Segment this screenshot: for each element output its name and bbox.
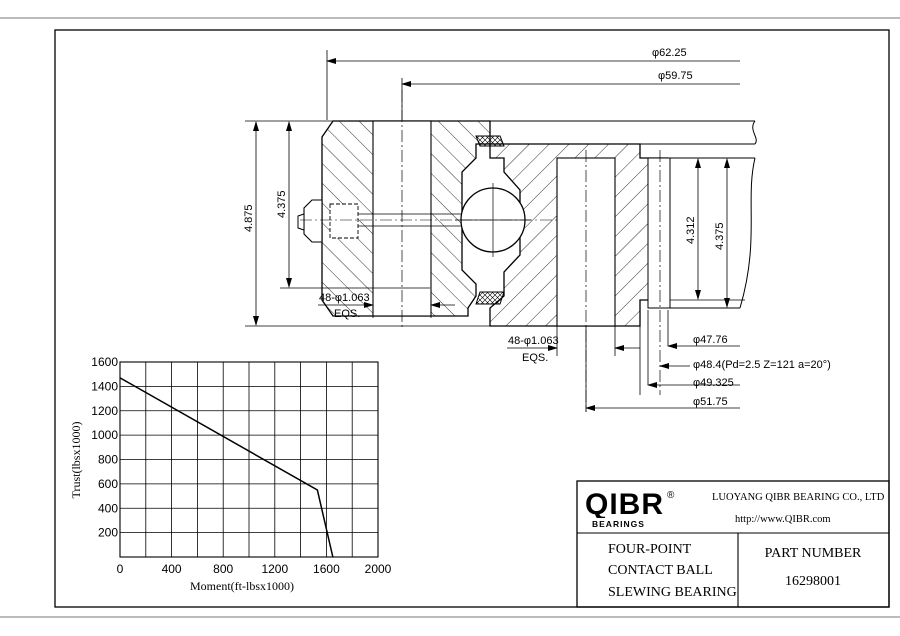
part-number-value: 16298001 — [785, 574, 841, 589]
break-line-top — [752, 120, 757, 145]
holes-inner-label: 48-φ1.063 — [508, 335, 559, 347]
dim-h-right2: 4.375 — [714, 222, 726, 250]
dim-d6: φ51.75 — [693, 396, 728, 408]
logo-sub: BEARINGS — [592, 519, 645, 529]
company-name: LUOYANG QIBR BEARING CO., LTD — [712, 492, 885, 503]
logo-text: QIBR — [585, 488, 664, 521]
desc-line-3: SLEWING BEARING — [608, 585, 737, 600]
desc-line-1: FOUR-POINT — [608, 542, 692, 557]
dim-h-right1: 4.312 — [685, 216, 697, 244]
load-chart: 0 400 800 1200 1600 2000 200 400 600 800 1000 1200 1… — [69, 355, 392, 593]
logo-registered: ® — [667, 490, 675, 501]
dim-h-inner: 4.375 — [276, 190, 288, 218]
top-edges — [490, 120, 755, 145]
dim-d4: φ48.4(Pd=2.5 Z=121 a=20°) — [693, 359, 831, 371]
eqs-outer-label: EQS. — [334, 308, 360, 320]
x-tick-label: 400 — [162, 562, 182, 576]
plug-nut — [303, 199, 323, 243]
load-curve-point — [332, 556, 334, 558]
dimension-labels: φ62.25 φ59.75 4.875 4.375 4.312 4.375 48… — [243, 47, 831, 408]
plug-tip — [297, 213, 305, 231]
upper-seal — [475, 135, 505, 147]
title-block-frame — [576, 480, 890, 608]
load-curve-point — [119, 377, 121, 379]
dim-d1: φ62.25 — [652, 47, 687, 59]
gear-edges — [668, 157, 755, 309]
title-block: QIBR ® BEARINGS LUOYANG QIBR BEARING CO.… — [576, 480, 890, 608]
dim-d3: φ47.76 — [693, 334, 728, 346]
bearing-section — [297, 90, 757, 412]
x-tick-label: 1600 — [313, 562, 340, 576]
drawing-frame — [54, 29, 890, 608]
holes-outer-label: 48-φ1.063 — [319, 292, 370, 304]
chart-series — [119, 377, 334, 558]
desc-line-2: CONTACT BALL — [608, 563, 713, 578]
y-tick-label: 600 — [98, 477, 118, 491]
chart-ticks: 0 400 800 1200 1600 2000 200 400 600 800 1000 1200 1… — [91, 355, 391, 576]
dimensions — [245, 50, 755, 412]
chart-grid — [119, 361, 379, 558]
y-tick-label: 200 — [98, 526, 118, 540]
dim-h-outer: 4.875 — [243, 204, 255, 232]
y-tick-label: 1000 — [91, 428, 118, 442]
gear-teeth — [647, 157, 671, 309]
dim-d5: φ49.325 — [693, 377, 734, 389]
x-tick-label: 2000 — [365, 562, 392, 576]
y-tick-label: 1200 — [91, 404, 118, 418]
company-url: http://www.QIBR.com — [735, 514, 831, 525]
chart-ylabel: Trust(lbsx1000) — [69, 422, 83, 499]
y-tick-label: 400 — [98, 501, 118, 515]
break-line — [739, 157, 756, 309]
part-number-label: PART NUMBER — [765, 546, 862, 561]
dim-d2: φ59.75 — [658, 70, 693, 82]
x-tick-label: 0 — [117, 562, 124, 576]
x-tick-label: 800 — [213, 562, 233, 576]
lower-seal — [475, 291, 505, 305]
y-tick-label: 1400 — [91, 379, 118, 393]
load-curve-point — [316, 489, 318, 491]
x-tick-label: 1200 — [261, 562, 288, 576]
y-tick-label: 800 — [98, 453, 118, 467]
plug-hole — [329, 203, 359, 239]
chart-xlabel: Moment(ft-lbsx1000) — [190, 579, 294, 593]
y-tick-label: 1600 — [91, 355, 118, 369]
qibr-logo: QIBR ® BEARINGS — [585, 488, 675, 529]
eqs-inner-label: EQS. — [522, 352, 548, 364]
